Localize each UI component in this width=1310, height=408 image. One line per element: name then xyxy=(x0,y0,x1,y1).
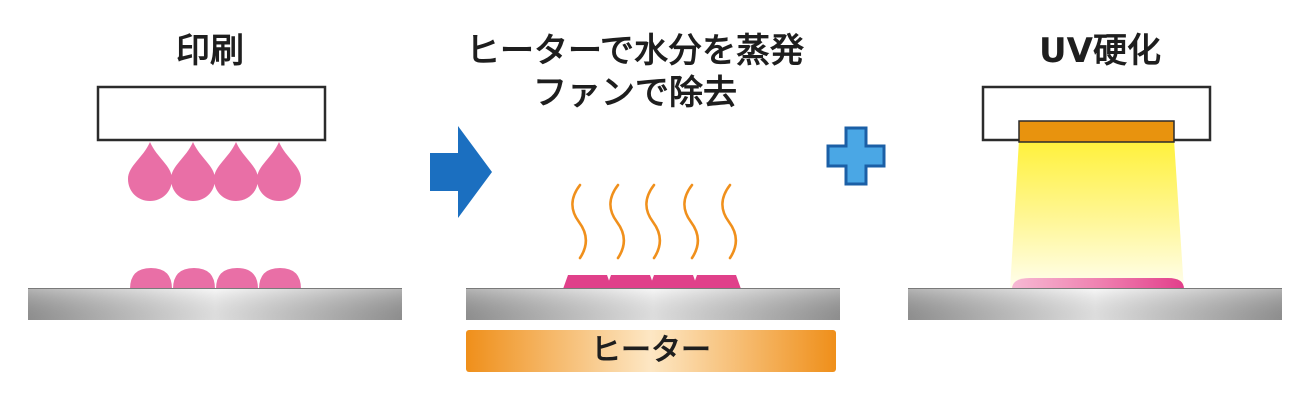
ink-droplets xyxy=(128,142,301,201)
plus-icon xyxy=(826,126,886,186)
step-heater xyxy=(466,183,840,372)
steam-icon xyxy=(645,183,662,260)
step-title-heater-line1: ヒーターで水分を蒸発 xyxy=(466,31,804,71)
substrate-plate xyxy=(28,288,402,320)
steam-lines xyxy=(571,183,738,260)
steam-icon xyxy=(609,183,626,260)
cured-ink-film xyxy=(1012,278,1184,289)
landed-ink xyxy=(130,268,301,289)
steam-icon xyxy=(571,183,588,260)
ink-droplet-icon xyxy=(257,142,301,201)
heater-bar xyxy=(466,330,836,372)
arrow-right-icon xyxy=(430,126,492,218)
print-head xyxy=(96,85,327,142)
heater-label: ヒーター xyxy=(591,333,711,368)
step-title-print: 印刷 xyxy=(176,31,244,71)
ink-droplet-icon xyxy=(128,142,172,201)
step-print xyxy=(28,85,402,320)
step-uv xyxy=(908,85,1282,320)
substrate-plate xyxy=(908,288,1282,320)
substrate-plate xyxy=(466,288,840,320)
step-title-uv: UV硬化 xyxy=(1039,31,1161,71)
ink-droplet-icon xyxy=(214,142,258,201)
step-title-heater-line2: ファンで除去 xyxy=(533,73,737,113)
dried-ink xyxy=(563,275,741,289)
steam-icon xyxy=(721,183,738,260)
step-title-heater: ヒーターで水分を蒸発 ファンで除去 xyxy=(395,30,875,114)
steam-icon xyxy=(683,183,700,260)
uv-lamp xyxy=(1018,120,1175,143)
ink-droplet-icon xyxy=(171,142,215,201)
uv-light-beam xyxy=(1010,140,1184,290)
